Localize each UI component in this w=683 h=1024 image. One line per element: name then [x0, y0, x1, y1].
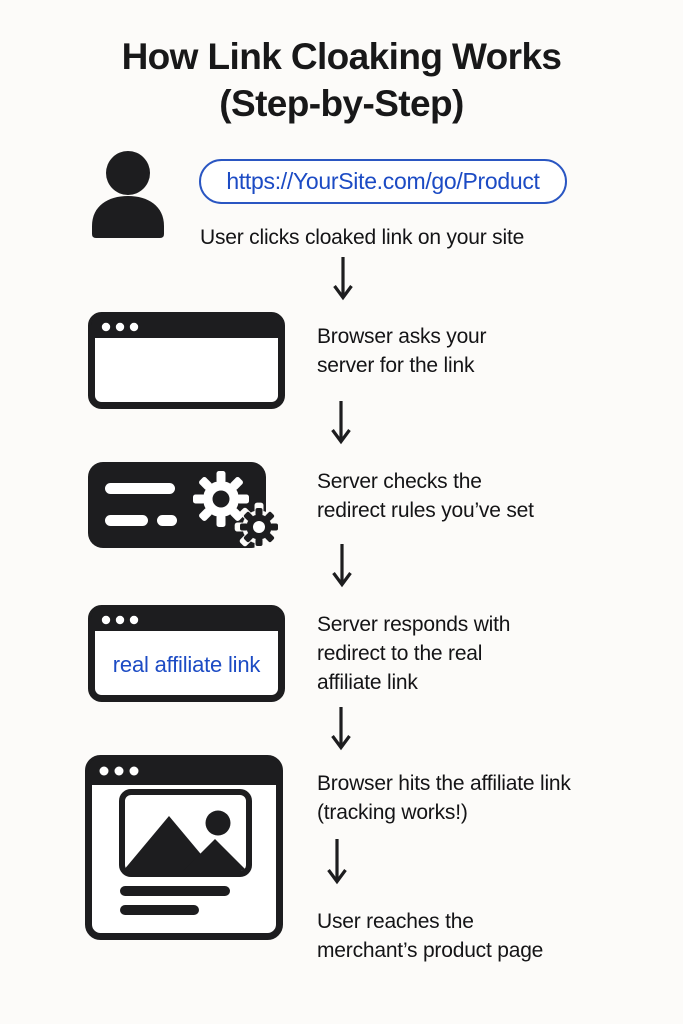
step3-caption: Server checks the redirect rules you’ve …: [317, 470, 534, 522]
down-arrow-icon: [326, 838, 348, 888]
browser-page-icon: [85, 755, 283, 940]
cloaked-url-text: https://YourSite.com/go/Product: [226, 168, 540, 194]
step4-caption: Server responds with redirect to the rea…: [317, 613, 511, 694]
down-arrow-icon: [332, 256, 354, 304]
step2-caption: Browser asks your server for the link: [317, 325, 487, 377]
down-arrow-icon: [330, 706, 352, 754]
step6-caption: User reaches the merchant’s product page: [317, 910, 544, 962]
page-title: How Link Cloaking Works (Step-by-Step): [0, 33, 683, 127]
title-line-2: (Step-by-Step): [219, 83, 464, 124]
step1-caption: User clicks cloaked link on your site: [200, 226, 525, 249]
down-arrow-icon: [331, 543, 353, 591]
server-gear-icon: [88, 458, 290, 562]
cloaked-url-pill: https://YourSite.com/go/Product: [199, 159, 567, 204]
browser-window-icon: real affiliate link: [88, 605, 285, 702]
user-icon: [89, 146, 167, 238]
step5-caption: Browser hits the affiliate link (trackin…: [317, 772, 571, 824]
browser-window-icon: [88, 312, 285, 409]
down-arrow-icon: [330, 400, 352, 448]
affiliate-link-text: real affiliate link: [112, 652, 261, 677]
title-line-1: How Link Cloaking Works: [121, 36, 562, 77]
